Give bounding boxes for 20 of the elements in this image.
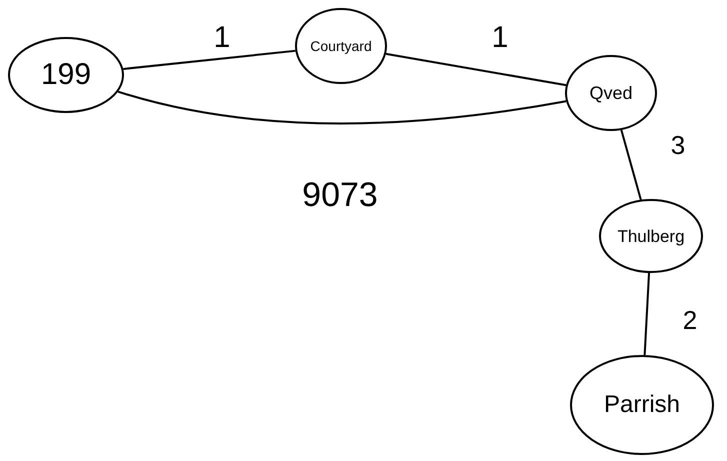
node-label: Qved <box>589 84 633 102</box>
edge-label: 3 <box>670 132 686 158</box>
connector-line <box>386 52 566 86</box>
node-ellipse <box>8 37 124 113</box>
connector-line <box>123 50 296 70</box>
connector-line <box>118 90 566 124</box>
edge-label: 2 <box>682 307 698 333</box>
edge-label: 1 <box>492 23 508 53</box>
connector-line <box>644 272 650 356</box>
connector-line <box>620 130 642 200</box>
node-ellipse <box>599 199 703 273</box>
node-ellipse <box>570 355 714 455</box>
edge-label: 9073 <box>302 178 378 212</box>
node-ellipse <box>295 8 387 84</box>
edge-label: 1 <box>214 23 230 53</box>
node-ellipse <box>565 55 657 131</box>
node-label: Parrish <box>604 393 680 417</box>
node-label: Courtyard <box>310 39 372 53</box>
node-label: Thulberg <box>617 228 685 244</box>
node-label: 199 <box>40 60 92 90</box>
